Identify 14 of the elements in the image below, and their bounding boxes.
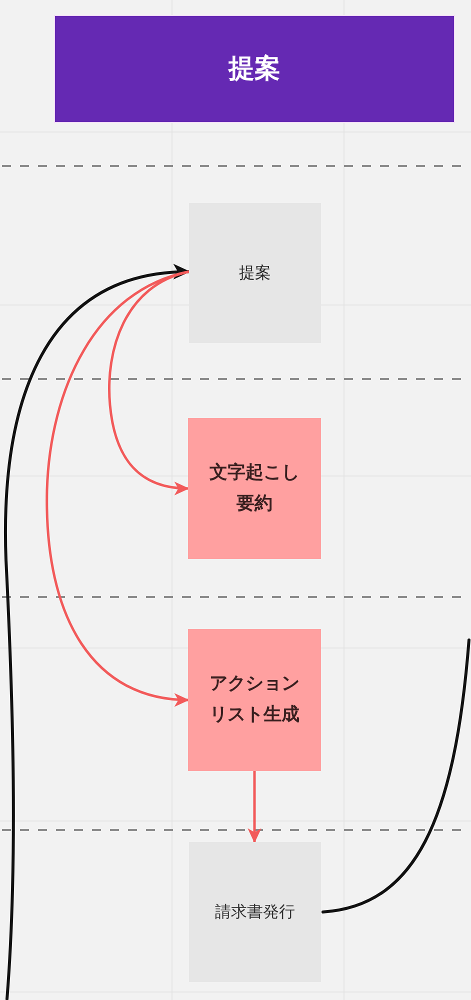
step-label: 文字起こし要約 bbox=[210, 460, 300, 516]
arrow bbox=[248, 770, 262, 844]
process-box bbox=[188, 629, 321, 771]
process-box bbox=[189, 203, 321, 343]
connector-line bbox=[322, 638, 470, 914]
step-label: 請求書発行 bbox=[215, 904, 295, 920]
process-box bbox=[188, 418, 321, 559]
step-label: アクションリスト生成 bbox=[210, 672, 300, 727]
arrow bbox=[4, 264, 190, 1000]
step-label: 提案 bbox=[239, 265, 271, 281]
process-box bbox=[189, 842, 321, 982]
lane-header bbox=[54, 15, 455, 123]
header-label: 提案 bbox=[228, 56, 280, 82]
arrow bbox=[46, 270, 190, 706]
